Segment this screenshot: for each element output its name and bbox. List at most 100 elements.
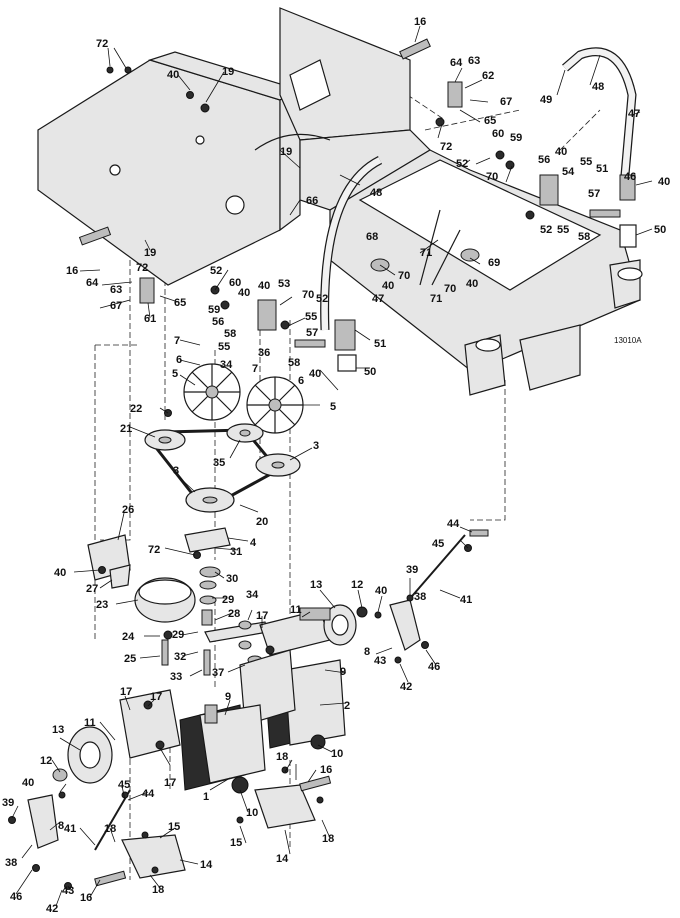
callout-19: 19: [222, 66, 234, 78]
chassis-frame: [37, 7, 643, 396]
callout-55: 55: [580, 156, 592, 168]
callout-42: 42: [46, 903, 58, 915]
callout-60: 60: [229, 277, 241, 289]
callout-3: 3: [313, 440, 319, 452]
callout-63: 63: [468, 55, 480, 67]
callout-34: 34: [220, 359, 233, 371]
callout-9: 9: [340, 666, 346, 678]
callout-9: 9: [225, 691, 231, 703]
callout-31: 31: [230, 546, 242, 558]
callout-52: 52: [456, 158, 468, 170]
callout-38: 38: [5, 857, 17, 869]
callout-59: 59: [208, 304, 220, 316]
callout-57: 57: [588, 188, 600, 200]
hydro-pump-left: [8, 689, 266, 890]
callout-5: 5: [330, 401, 336, 413]
callout-40: 40: [258, 280, 270, 292]
callout-17: 17: [120, 686, 132, 698]
callout-56: 56: [212, 316, 224, 328]
callout-4: 4: [250, 537, 257, 549]
callout-19: 19: [144, 247, 156, 259]
callout-40: 40: [167, 69, 179, 81]
callout-40: 40: [238, 287, 250, 299]
callout-7: 7: [252, 363, 258, 375]
drive-belt-system: [144, 423, 301, 513]
callout-62: 62: [482, 70, 494, 82]
callout-29: 29: [222, 594, 234, 606]
callout-46: 46: [624, 171, 636, 183]
callout-70: 70: [398, 270, 410, 282]
callout-41: 41: [460, 594, 472, 606]
callout-36: 36: [258, 347, 270, 359]
control-handles: [320, 47, 637, 372]
callout-16: 16: [320, 764, 332, 776]
callout-8: 8: [58, 820, 64, 832]
callout-51: 51: [374, 338, 386, 350]
callout-72: 72: [96, 38, 108, 50]
callout-55: 55: [557, 224, 569, 236]
callout-64: 64: [450, 57, 463, 69]
callout-45: 45: [432, 538, 444, 550]
callout-40: 40: [54, 567, 66, 579]
callout-67: 67: [500, 96, 512, 108]
callout-52: 52: [210, 265, 222, 277]
callout-3: 3: [173, 465, 179, 477]
callout-58: 58: [578, 231, 590, 243]
callout-23: 23: [96, 599, 108, 611]
callout-32: 32: [174, 651, 186, 663]
callout-34: 34: [246, 589, 259, 601]
callout-40: 40: [555, 146, 567, 158]
callout-27: 27: [86, 583, 98, 595]
callout-43: 43: [62, 885, 74, 897]
callout-48: 48: [370, 187, 382, 199]
callout-26: 26: [122, 504, 134, 516]
callout-66: 66: [306, 195, 318, 207]
callout-71: 71: [420, 247, 432, 259]
callout-47: 47: [372, 293, 384, 305]
callout-58: 58: [224, 328, 236, 340]
callout-14: 14: [276, 853, 289, 865]
callout-40: 40: [466, 278, 478, 290]
callout-17: 17: [164, 777, 176, 789]
callout-40: 40: [382, 280, 394, 292]
callout-12: 12: [40, 755, 52, 767]
callout-18: 18: [152, 884, 164, 896]
callout-16: 16: [66, 265, 78, 277]
callout-65: 65: [174, 297, 186, 309]
callout-14: 14: [200, 859, 213, 871]
callout-13: 13: [52, 724, 64, 736]
callout-55: 55: [305, 311, 317, 323]
callout-16: 16: [80, 892, 92, 904]
callout-51: 51: [596, 163, 608, 175]
callout-67: 67: [110, 300, 122, 312]
callout-19: 19: [280, 146, 292, 158]
callout-42: 42: [400, 681, 412, 693]
callout-38: 38: [414, 591, 426, 603]
callout-6: 6: [298, 375, 304, 387]
callout-39: 39: [2, 797, 14, 809]
callout-39: 39: [406, 564, 418, 576]
callout-72: 72: [440, 141, 452, 153]
callout-69: 69: [488, 257, 500, 269]
upper-linkage-parts: [78, 38, 621, 348]
callout-55: 55: [218, 341, 230, 353]
callout-47: 47: [628, 108, 640, 120]
callout-21: 21: [120, 423, 132, 435]
callout-40: 40: [22, 777, 34, 789]
callout-17: 17: [150, 691, 162, 703]
callout-65: 65: [484, 115, 496, 127]
callout-56: 56: [538, 154, 550, 166]
callout-49: 49: [540, 94, 552, 106]
callout-52: 52: [316, 293, 328, 305]
callout-41: 41: [64, 823, 76, 835]
callout-12: 12: [351, 579, 363, 591]
callout-17: 17: [256, 610, 268, 622]
clutch-assembly: [87, 409, 269, 676]
callout-25: 25: [124, 653, 136, 665]
callout-11: 11: [84, 717, 96, 729]
hydro-pump-right: [239, 529, 489, 750]
callout-20: 20: [256, 516, 268, 528]
callout-8: 8: [364, 646, 370, 658]
cooling-fan-right: [246, 376, 304, 434]
